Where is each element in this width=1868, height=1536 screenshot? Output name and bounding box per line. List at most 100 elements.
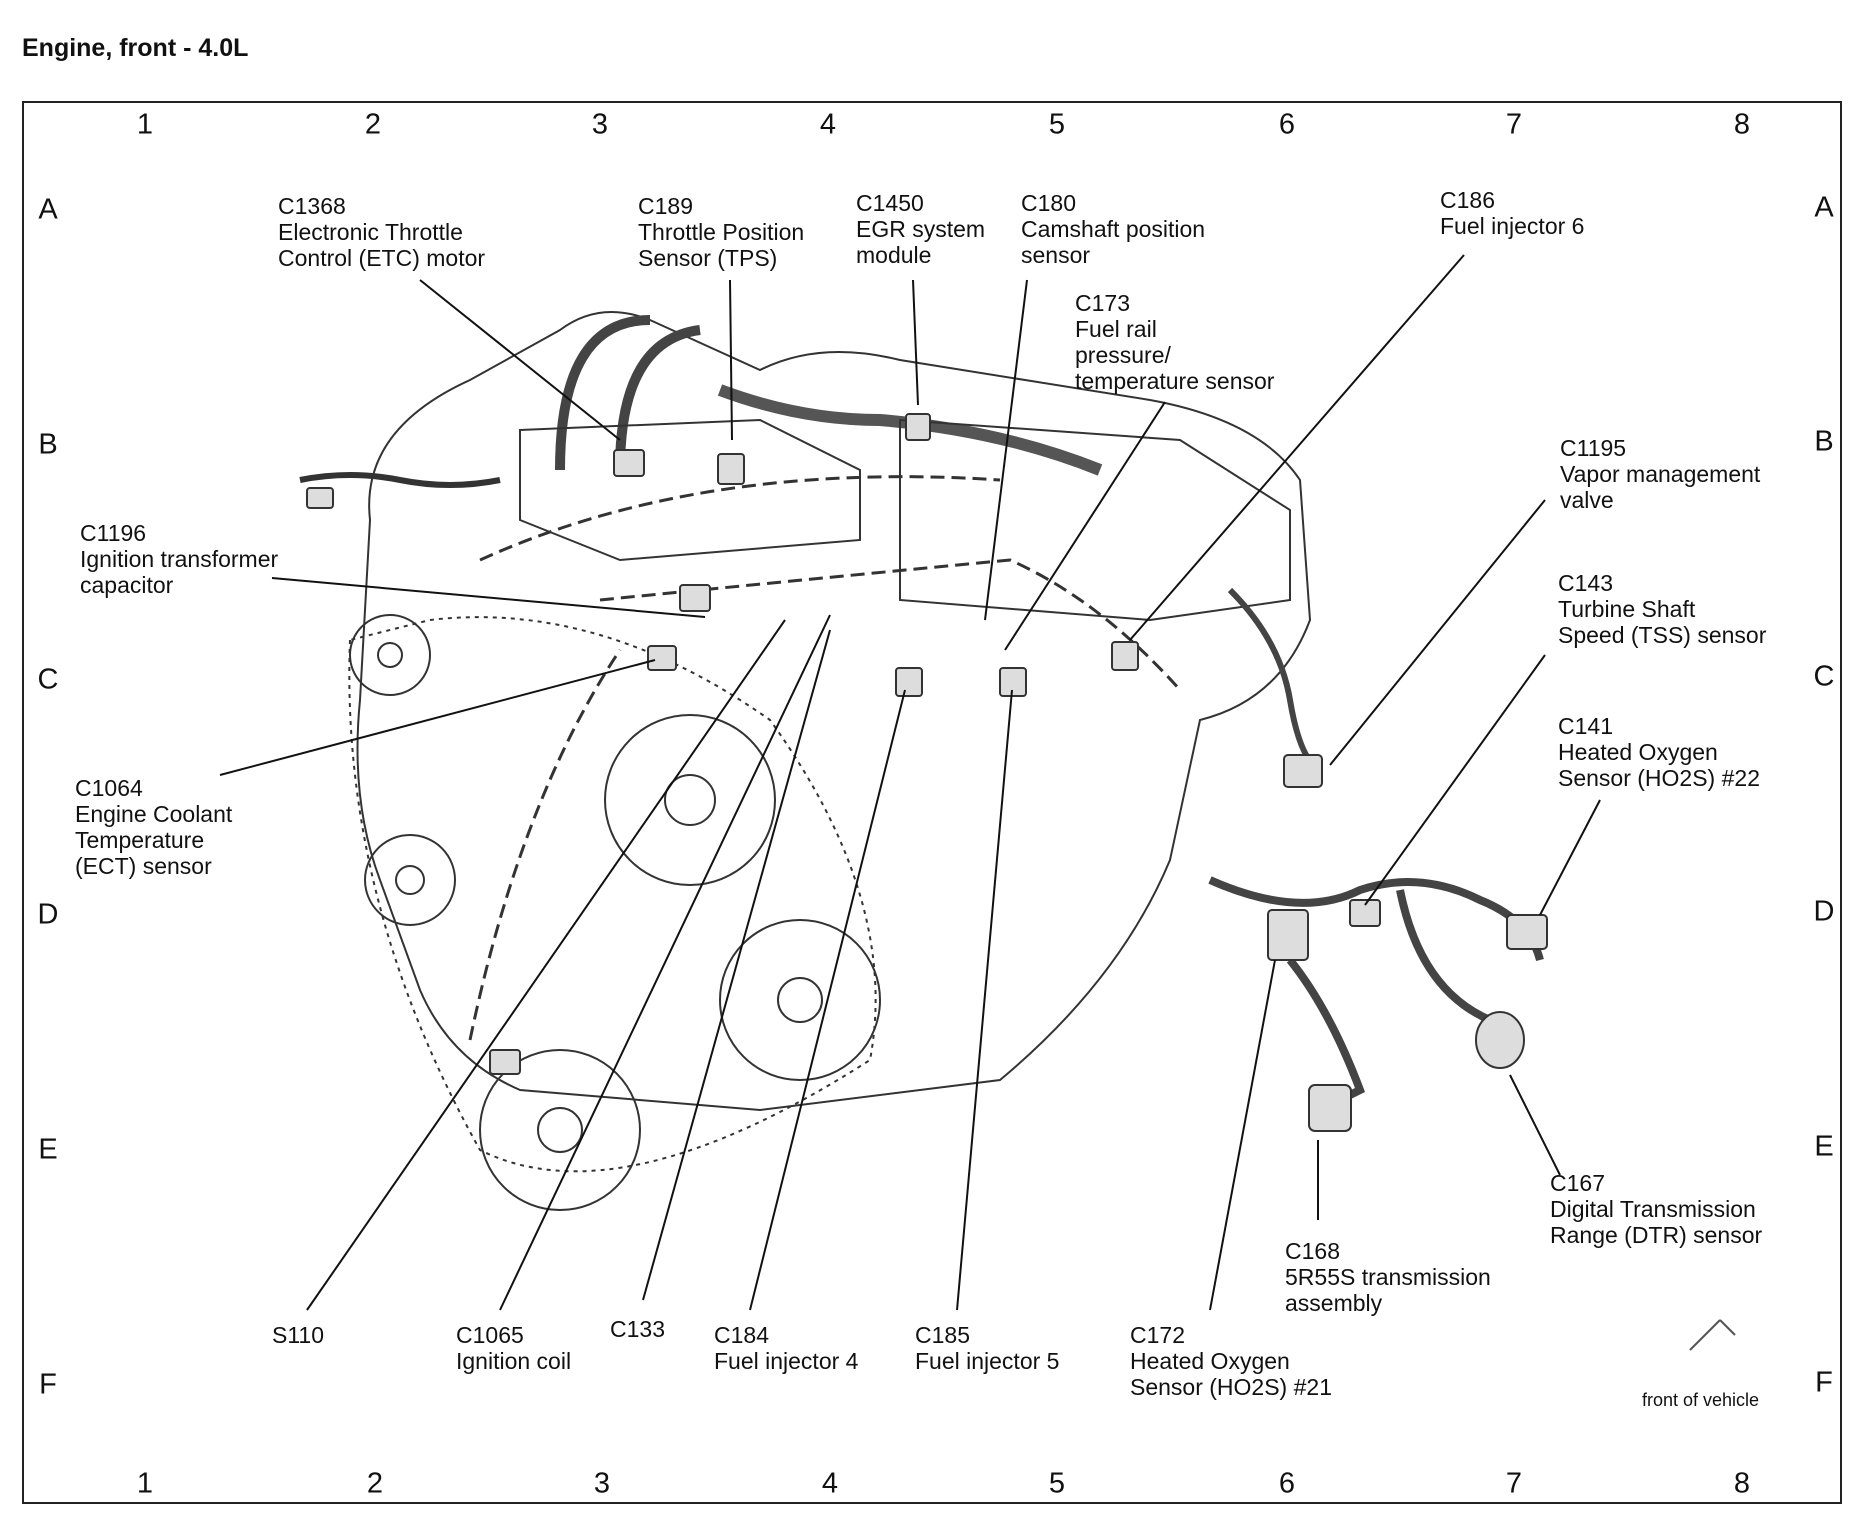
grid-col-top-5: 5 bbox=[1048, 108, 1066, 141]
callout-line: Throttle Position bbox=[638, 219, 805, 245]
leader-c172 bbox=[1209, 959, 1276, 1311]
callout-code: C172 bbox=[1130, 1322, 1185, 1348]
grid-row-right-a: A bbox=[1814, 191, 1834, 224]
callout-code: C185 bbox=[915, 1322, 970, 1348]
leader-c143 bbox=[1364, 654, 1546, 906]
callout-line: Ignition coil bbox=[456, 1348, 572, 1374]
callout-line: Fuel injector 6 bbox=[1440, 213, 1585, 239]
callout-c184: C184 Fuel injector 4 bbox=[714, 1322, 858, 1374]
callout-s110: S110 bbox=[272, 1322, 324, 1348]
callout-c133: C133 bbox=[610, 1316, 665, 1342]
callout-code: S110 bbox=[272, 1322, 325, 1348]
callout-c167: C167 Digital Transmission Range (DTR) se… bbox=[1550, 1170, 1762, 1248]
leader-c1450 bbox=[912, 279, 919, 406]
callout-c186: C186 Fuel injector 6 bbox=[1440, 187, 1584, 239]
callout-c185: C185 Fuel injector 5 bbox=[915, 1322, 1059, 1374]
grid-col-bottom-5: 5 bbox=[1048, 1467, 1066, 1500]
callout-line: Camshaft position bbox=[1021, 216, 1206, 242]
callout-code: C1065 bbox=[456, 1322, 524, 1348]
callout-line: assembly bbox=[1285, 1290, 1383, 1316]
callout-code: C1450 bbox=[856, 190, 924, 216]
callout-c1196: C1196 Ignition transformer capacitor bbox=[80, 520, 278, 598]
callout-line: valve bbox=[1560, 487, 1614, 513]
callout-c1368: C1368 Electronic Throttle Control (ETC) … bbox=[278, 193, 485, 271]
leader-c173 bbox=[1004, 401, 1166, 651]
callout-code: C133 bbox=[610, 1316, 665, 1342]
callout-line: (ECT) sensor bbox=[75, 853, 212, 879]
leader-c141 bbox=[1539, 799, 1601, 916]
leader-c186 bbox=[1129, 254, 1465, 641]
callout-c180: C180 Camshaft position sensor bbox=[1021, 190, 1205, 268]
callout-line: Fuel injector 4 bbox=[714, 1348, 859, 1374]
grid-col-top-2: 2 bbox=[364, 108, 382, 141]
callout-c1065: C1065 Ignition coil bbox=[456, 1322, 571, 1374]
callout-line: Speed (TSS) sensor bbox=[1558, 622, 1767, 648]
callout-line: 5R55S transmission bbox=[1285, 1264, 1491, 1290]
leader-c180 bbox=[984, 279, 1028, 621]
callout-line: module bbox=[856, 242, 932, 268]
leader-c185 bbox=[956, 689, 1013, 1311]
callout-code: C1196 bbox=[80, 520, 147, 546]
grid-col-bottom-2: 2 bbox=[366, 1467, 384, 1500]
callout-code: C173 bbox=[1075, 290, 1130, 316]
leader-c1368 bbox=[419, 279, 621, 441]
callout-line: Vapor management bbox=[1560, 461, 1761, 487]
callout-code: C168 bbox=[1285, 1238, 1340, 1264]
callout-line: Heated Oxygen bbox=[1130, 1348, 1290, 1374]
callout-c189: C189 Throttle Position Sensor (TPS) bbox=[638, 193, 804, 271]
callout-line: Fuel injector 5 bbox=[915, 1348, 1060, 1374]
grid-row-right-c: C bbox=[1813, 660, 1835, 693]
callout-line: Sensor (HO2S) #22 bbox=[1558, 765, 1760, 791]
grid-col-bottom-4: 4 bbox=[821, 1467, 839, 1500]
grid-col-top-6: 6 bbox=[1278, 108, 1296, 141]
grid-col-top-1: 1 bbox=[136, 108, 154, 141]
grid-col-top-4: 4 bbox=[819, 108, 837, 141]
callout-line: EGR system bbox=[856, 216, 986, 242]
front-of-vehicle-label: front of vehicle bbox=[1642, 1390, 1760, 1410]
callout-line: sensor bbox=[1021, 242, 1091, 268]
grid-col-top-7: 7 bbox=[1505, 108, 1523, 141]
callout-line: Heated Oxygen bbox=[1558, 739, 1718, 765]
grid-col-bottom-7: 7 bbox=[1505, 1467, 1523, 1500]
callout-code: C143 bbox=[1558, 570, 1613, 596]
callout-code: C186 bbox=[1440, 187, 1495, 213]
callout-line: Engine Coolant bbox=[75, 801, 233, 827]
callout-line: Electronic Throttle bbox=[278, 219, 463, 245]
front-of-vehicle-arrow bbox=[1689, 1319, 1736, 1351]
diagram-frame bbox=[22, 101, 1842, 1504]
grid-row-left-a: A bbox=[38, 193, 58, 226]
callout-line: Ignition transformer bbox=[80, 546, 279, 572]
grid-row-left-d: D bbox=[37, 898, 59, 931]
callout-c143: C143 Turbine Shaft Speed (TSS) sensor bbox=[1558, 570, 1766, 648]
leader-c184 bbox=[749, 689, 906, 1311]
leader-c167 bbox=[1509, 1074, 1561, 1176]
leader-c133 bbox=[642, 629, 831, 1301]
callout-code: C180 bbox=[1021, 190, 1076, 216]
engine-illustration bbox=[299, 311, 1548, 1211]
callout-c141: C141 Heated Oxygen Sensor (HO2S) #22 bbox=[1558, 713, 1760, 791]
callout-code: C184 bbox=[714, 1322, 769, 1348]
grid-col-bottom-1: 1 bbox=[136, 1467, 154, 1500]
callout-c1064: C1064 Engine Coolant Temperature (ECT) s… bbox=[75, 775, 232, 879]
callout-c172: C172 Heated Oxygen Sensor (HO2S) #21 bbox=[1130, 1322, 1332, 1400]
callout-code: C189 bbox=[638, 193, 693, 219]
callout-line: Temperature bbox=[75, 827, 205, 853]
callout-line: Digital Transmission bbox=[1550, 1196, 1756, 1222]
grid-row-left-f: F bbox=[39, 1368, 57, 1401]
callout-line: Sensor (TPS) bbox=[638, 245, 778, 271]
callout-c168: C168 5R55S transmission assembly bbox=[1285, 1238, 1491, 1316]
callout-line: Turbine Shaft bbox=[1558, 596, 1696, 622]
callout-code: C1195 bbox=[1560, 435, 1627, 461]
leader-c1064 bbox=[219, 659, 656, 776]
grid-col-top-8: 8 bbox=[1733, 108, 1751, 141]
grid-row-right-e: E bbox=[1814, 1130, 1834, 1163]
grid-col-bottom-3: 3 bbox=[593, 1467, 611, 1500]
callout-line: capacitor bbox=[80, 572, 174, 598]
callout-line: Range (DTR) sensor bbox=[1550, 1222, 1763, 1248]
grid-row-right-b: B bbox=[1814, 425, 1834, 458]
grid-col-bottom-8: 8 bbox=[1733, 1467, 1751, 1500]
callout-code: C1368 bbox=[278, 193, 346, 219]
callout-code: C167 bbox=[1550, 1170, 1605, 1196]
leader-c189 bbox=[729, 279, 733, 441]
